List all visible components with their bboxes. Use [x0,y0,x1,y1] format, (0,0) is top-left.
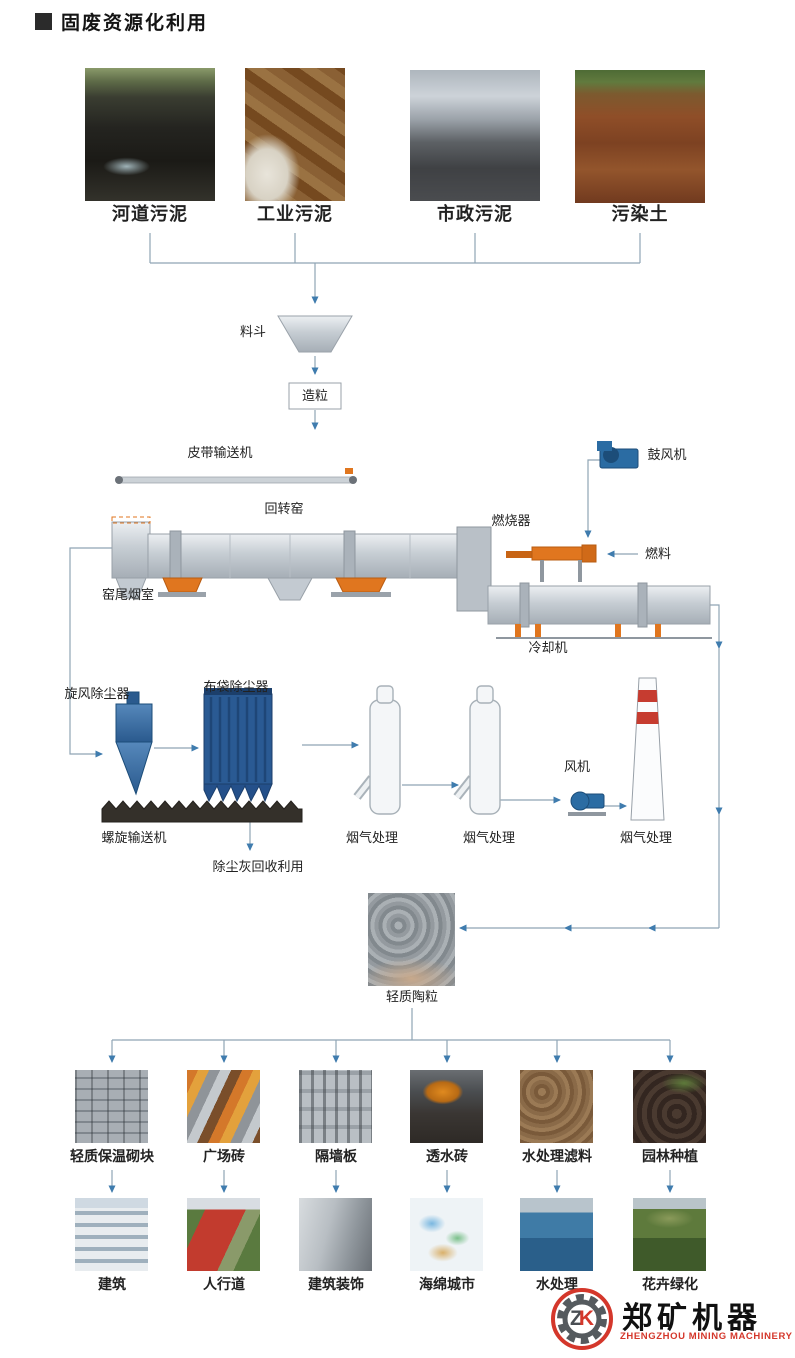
label-flue-gas-treatment-2: 烟气处理 [462,830,516,845]
label-fuel: 燃料 [644,546,672,561]
photo-water-filter-media [520,1070,593,1143]
application-label-sidewalk: 人行道 [203,1276,245,1292]
photo-contaminated-soil [575,70,705,203]
cyclone-dust-collector-shape [115,691,153,796]
flue-gas-tower-2-shape [453,685,501,815]
product-label-plaza-brick: 广场砖 [203,1148,245,1164]
application-label-building-decoration: 建筑装饰 [308,1276,364,1292]
label-hopper: 料斗 [239,324,267,339]
belt-conveyor-shape [115,468,357,484]
fan-shape [568,791,606,816]
company-gear-logo [551,1288,613,1350]
label-cyclone-dust-collector: 旋风除尘器 [64,686,130,701]
application-label-water-treatment: 水处理 [536,1276,578,1292]
photo-industrial-sludge [245,68,345,201]
photo-plaza-brick [187,1070,260,1143]
photo-municipal-sludge [410,70,540,201]
flue-gas-tower-1-shape [353,685,401,815]
label-flue-gas-treatment-3: 烟气处理 [619,830,673,845]
page-title-row: 固废资源化利用 [35,8,208,35]
input-label-industrial-sludge: 工业污泥 [257,204,333,224]
blower-shape [597,441,639,469]
flow-connectors [69,233,723,1193]
logo-monogram: ZK [550,1307,614,1331]
input-label-municipal-sludge: 市政污泥 [437,204,513,224]
label-bag-dust-collector: 布袋除尘器 [203,679,269,694]
photo-building-decoration [299,1198,372,1271]
rotary-kiln-shape [147,526,492,612]
product-label-partition-panel: 隔墙板 [315,1148,357,1164]
label-fan: 风机 [563,759,591,774]
application-label-sponge-city: 海绵城市 [419,1276,475,1292]
hopper-shape [277,315,353,353]
label-ceramsite: 轻质陶粒 [385,989,439,1004]
label-screw-conveyor: 螺旋输送机 [101,830,167,845]
label-cooler: 冷却机 [528,640,568,655]
photo-insulation-blocks [75,1070,148,1143]
product-label-water-filter-media: 水处理滤料 [522,1148,592,1164]
product-label-insulation-blocks: 轻质保温砌块 [70,1148,154,1164]
photo-sponge-city [410,1198,483,1271]
label-granulation: 造粒 [301,388,329,403]
screw-conveyor-shape [101,800,303,823]
photo-partition-panel [299,1070,372,1143]
logo-letter-z: Z [570,1307,583,1330]
input-label-river-sludge: 河道污泥 [112,204,188,224]
logo-letter-k: K [578,1307,594,1330]
page-title: 固废资源化利用 [61,13,209,34]
photo-water-treatment [520,1198,593,1271]
kiln-tail-chamber-shape [111,516,151,599]
application-label-building: 建筑 [98,1276,126,1292]
cooler-shape [487,582,712,639]
bag-dust-collector-shape [203,688,273,803]
photo-permeable-brick [410,1070,483,1143]
photo-ceramsite [368,893,455,986]
label-burner: 燃烧器 [491,513,531,528]
label-flue-gas-treatment-1: 烟气处理 [345,830,399,845]
label-kiln-tail-chamber: 窑尾烟室 [101,587,155,602]
photo-garden-planting [633,1070,706,1143]
title-bullet-icon [35,13,52,30]
granulation-box [288,382,342,410]
chimney-shape [630,677,665,821]
burner-shape [506,544,597,582]
label-blower: 鼓风机 [647,447,687,462]
application-label-flower-greening: 花卉绿化 [642,1276,698,1292]
label-rotary-kiln: 回转窑 [264,501,304,516]
photo-flower-greening [633,1198,706,1271]
company-name: 郑矿机器 [622,1302,762,1335]
photo-sidewalk [187,1198,260,1271]
label-belt-conveyor: 皮带输送机 [187,445,253,460]
photo-building [75,1198,148,1271]
product-label-permeable-brick: 透水砖 [426,1148,468,1164]
company-subtitle: ZHENGZHOU MINING MACHINERY [620,1331,793,1342]
photo-river-sludge [85,68,215,201]
label-dust-ash-recycling: 除尘灰回收利用 [212,859,304,874]
product-label-garden-planting: 园林种植 [642,1148,698,1164]
input-label-contaminated-soil: 污染土 [611,204,669,224]
